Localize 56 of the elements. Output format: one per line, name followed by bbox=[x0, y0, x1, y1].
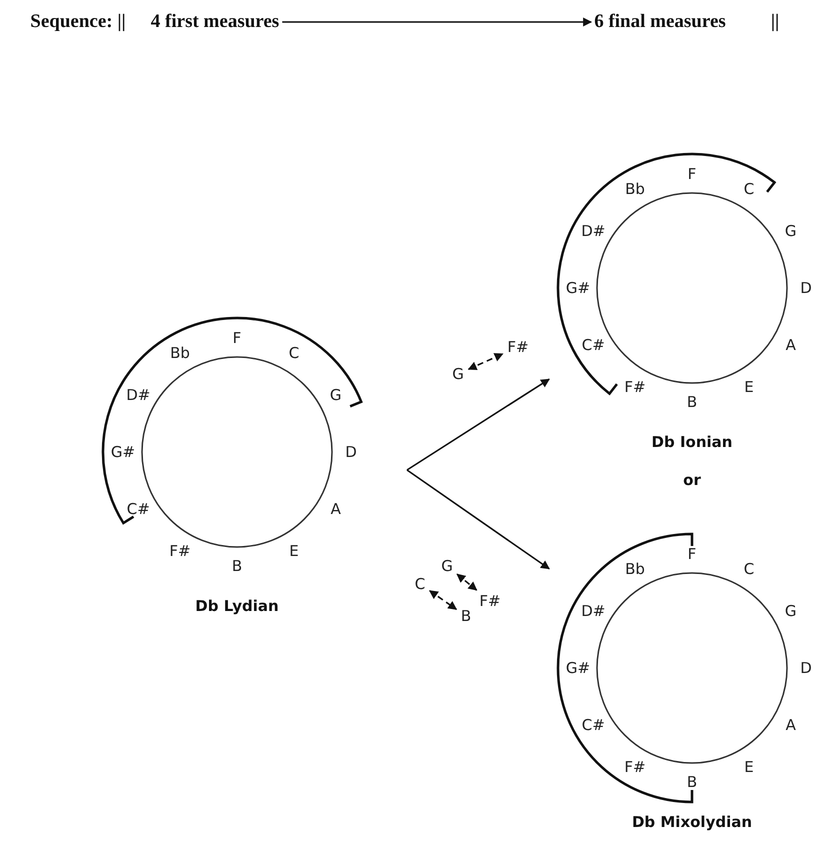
section-label: 4 first measures bbox=[148, 11, 282, 33]
mode-caption: Db Lydian bbox=[195, 597, 279, 615]
note-label: G bbox=[450, 365, 466, 383]
note-label: E bbox=[744, 378, 754, 396]
note-label: F bbox=[232, 329, 242, 347]
dashed-double-arrow bbox=[428, 590, 458, 610]
note-label: F# bbox=[169, 542, 191, 560]
note-label: E bbox=[289, 542, 299, 560]
note-label: A bbox=[786, 716, 796, 734]
note-label: F bbox=[688, 545, 696, 563]
note-label: A bbox=[330, 500, 341, 518]
arrow bbox=[406, 378, 550, 471]
note-label: D bbox=[345, 443, 357, 461]
note-label: G bbox=[784, 602, 797, 620]
note-label: G# bbox=[566, 659, 590, 677]
note-label: F# bbox=[505, 338, 531, 356]
note-label: D bbox=[800, 659, 812, 677]
note-label: E bbox=[744, 758, 754, 776]
note-label: C bbox=[744, 560, 754, 578]
note-label: B bbox=[686, 393, 698, 411]
note-label: B bbox=[232, 557, 242, 575]
sequence-label: Sequence: || bbox=[30, 11, 126, 33]
note-label: G bbox=[439, 557, 455, 575]
note-label: Bb bbox=[625, 560, 645, 578]
note-label: F# bbox=[624, 378, 646, 396]
note-label: G# bbox=[566, 279, 590, 297]
note-label: D bbox=[800, 279, 812, 297]
note-label: C# bbox=[582, 336, 605, 354]
note-label: Bb bbox=[625, 180, 645, 198]
note-label: G bbox=[784, 222, 797, 240]
note-label: C# bbox=[126, 500, 150, 518]
note-label: F# bbox=[624, 758, 646, 776]
note-label: B bbox=[458, 607, 474, 625]
note-label: D# bbox=[126, 386, 150, 404]
connector-word: or bbox=[683, 471, 701, 489]
note-label: B bbox=[686, 773, 698, 791]
note-label: D# bbox=[581, 222, 606, 240]
note-label: C# bbox=[582, 716, 605, 734]
sequence-label: || bbox=[770, 11, 780, 33]
mode-caption: Db Mixolydian bbox=[632, 813, 752, 831]
note-label: A bbox=[786, 336, 796, 354]
arrow bbox=[406, 469, 550, 570]
note-label: C bbox=[744, 180, 754, 198]
note-label: F bbox=[688, 165, 696, 183]
note-label: C bbox=[288, 344, 300, 362]
note-label: G# bbox=[110, 443, 136, 461]
section-label: 6 final measures bbox=[592, 11, 728, 33]
note-label: G bbox=[330, 386, 342, 404]
mode-caption: Db Ionian bbox=[652, 433, 732, 451]
note-label: F# bbox=[477, 592, 503, 610]
arrow bbox=[282, 18, 592, 26]
note-label: C bbox=[412, 575, 428, 593]
dashed-double-arrow bbox=[456, 574, 478, 591]
note-label: Bb bbox=[170, 344, 190, 362]
note-label: D# bbox=[581, 602, 606, 620]
dashed-double-arrow bbox=[468, 353, 504, 370]
